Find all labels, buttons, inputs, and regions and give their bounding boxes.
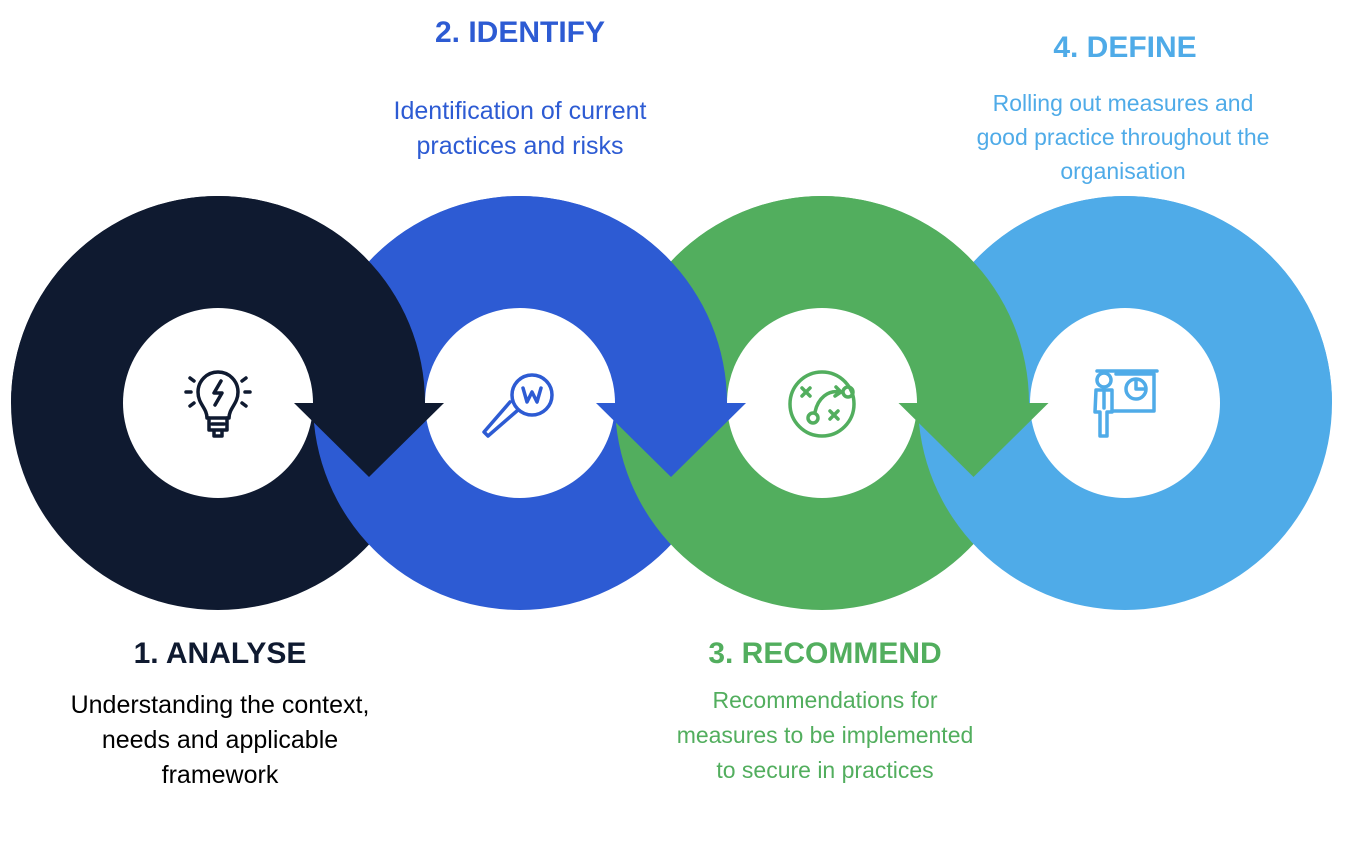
ring-2-center [425,308,615,498]
arrow-1-to-2 [294,403,444,477]
presenter-icon [1093,369,1159,438]
step-1-description: Understanding the context, needs and app… [70,691,370,789]
magnifier-w-icon [482,373,554,438]
ring-4-center [1030,308,1220,498]
step-2-title: 2. IDENTIFY [434,16,606,49]
step-3-description: Recommendations for measures to be imple… [676,687,974,783]
strategy-play-icon [788,370,856,438]
step-4-description: Rolling out measures and good practice t… [976,90,1270,184]
arrow-3-to-4 [898,403,1049,477]
step-1-title: 1. ANALYSE [133,637,307,670]
ring-1-top [11,196,425,403]
step-2-description: Identification of current practices and … [393,97,647,160]
arrow-2-to-3 [596,403,746,477]
ring-3-center [727,308,917,498]
lightbulb-icon [184,370,252,438]
step-3-title: 3. RECOMMEND [708,637,942,670]
step-4-title: 4. DEFINE [1053,31,1197,64]
